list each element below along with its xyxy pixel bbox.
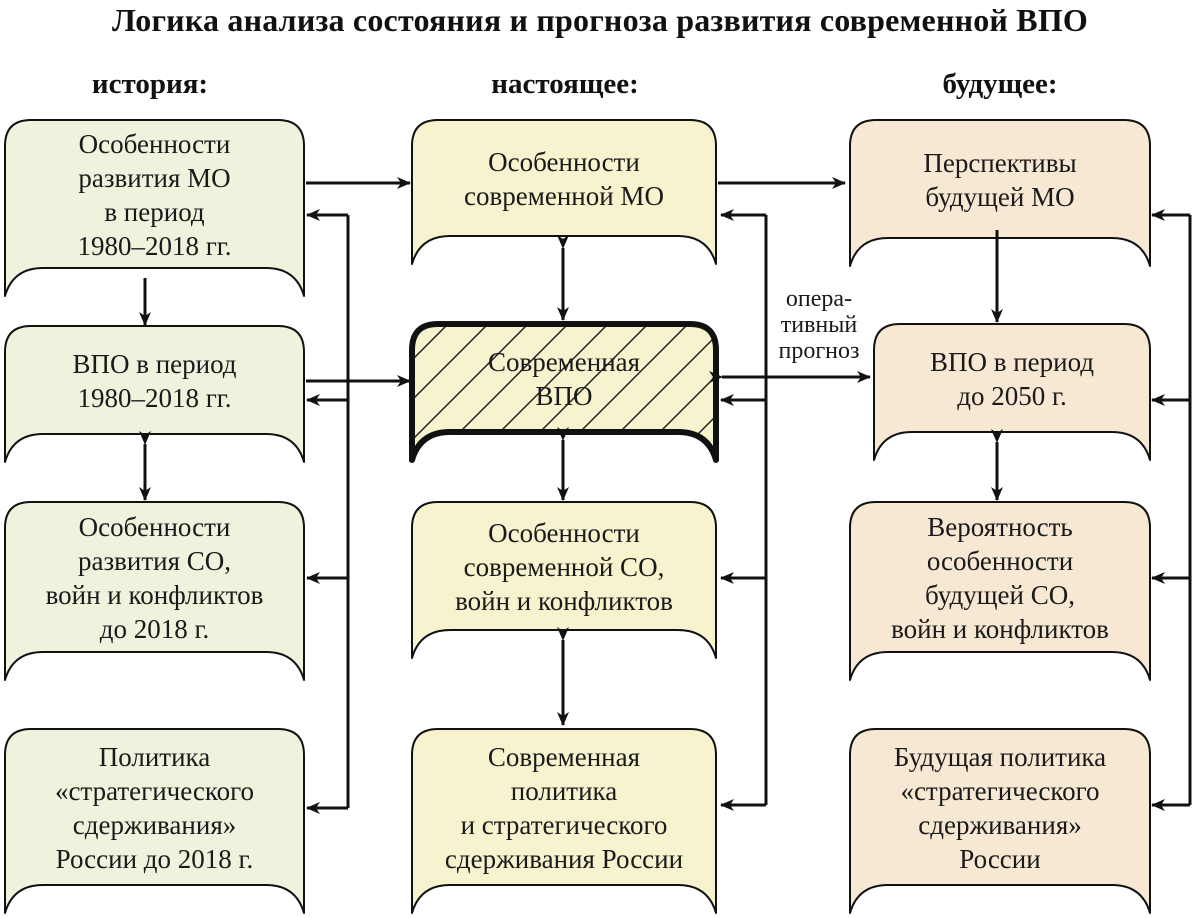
box-future-so-text: Вероятность особенности будущей СО, войн… xyxy=(891,512,1109,644)
box-history-mo-text: Особенности развития МО в период 1980–20… xyxy=(77,129,232,261)
box-present-vpo: Современная ВПО xyxy=(409,321,719,463)
forecast-label: опера- тивный прогноз xyxy=(770,286,868,364)
box-shape xyxy=(411,501,717,659)
box-history-policy-text: Политика «стратегического сдерживания» Р… xyxy=(54,742,255,874)
box-future-so: Вероятность особенности будущей СО, войн… xyxy=(848,500,1152,682)
box-shape xyxy=(409,321,719,463)
box-shape xyxy=(849,728,1151,914)
box-future-mo-text: Перспективы будущей МО xyxy=(923,148,1077,212)
box-shape xyxy=(4,501,305,681)
box-shape xyxy=(4,728,305,914)
box-history-so: Особенности развития СО, войн и конфликт… xyxy=(3,500,306,682)
box-present-vpo-text: Современная ВПО xyxy=(487,347,641,411)
box-future-vpo-text: ВПО в период до 2050 г. xyxy=(929,347,1095,411)
box-present-policy-text: Современная политика и стратегического с… xyxy=(444,742,684,874)
box-shape xyxy=(411,119,717,265)
box-present-mo-text: Особенности современной МО xyxy=(464,147,664,211)
box-future-mo: Перспективы будущей МО xyxy=(848,118,1152,268)
box-history-so-text: Особенности развития СО, войн и конфликт… xyxy=(45,512,264,644)
column-header-present: настоящее: xyxy=(491,68,639,100)
box-future-policy: Будущая политика «стратегического сдержи… xyxy=(848,727,1152,915)
box-present-policy: Современная политика и стратегического с… xyxy=(410,727,718,915)
box-shape xyxy=(849,119,1151,267)
column-header-future: будущее: xyxy=(942,68,1058,100)
box-history-policy: Политика «стратегического сдерживания» Р… xyxy=(3,727,306,915)
box-shape xyxy=(4,119,305,297)
box-present-mo: Особенности современной МО xyxy=(410,118,718,266)
box-shape xyxy=(849,501,1151,681)
box-history-vpo-text: ВПО в период 1980–2018 гг. xyxy=(72,349,237,413)
box-history-vpo: ВПО в период 1980–2018 гг. xyxy=(3,324,306,464)
box-shape xyxy=(4,325,305,463)
box-future-policy-text: Будущая политика «стратегического сдержи… xyxy=(893,742,1107,874)
box-present-so-text: Особенности современной СО, войн и конфл… xyxy=(455,518,673,616)
box-history-mo: Особенности развития МО в период 1980–20… xyxy=(3,118,306,298)
box-future-vpo: ВПО в период до 2050 г. xyxy=(872,322,1152,462)
box-shape xyxy=(411,728,717,914)
column-header-history: история: xyxy=(91,68,209,100)
box-shape xyxy=(873,323,1151,461)
box-present-so: Особенности современной СО, войн и конфл… xyxy=(410,500,718,660)
diagram-title: Логика анализа состояния и прогноза разв… xyxy=(112,2,1088,38)
